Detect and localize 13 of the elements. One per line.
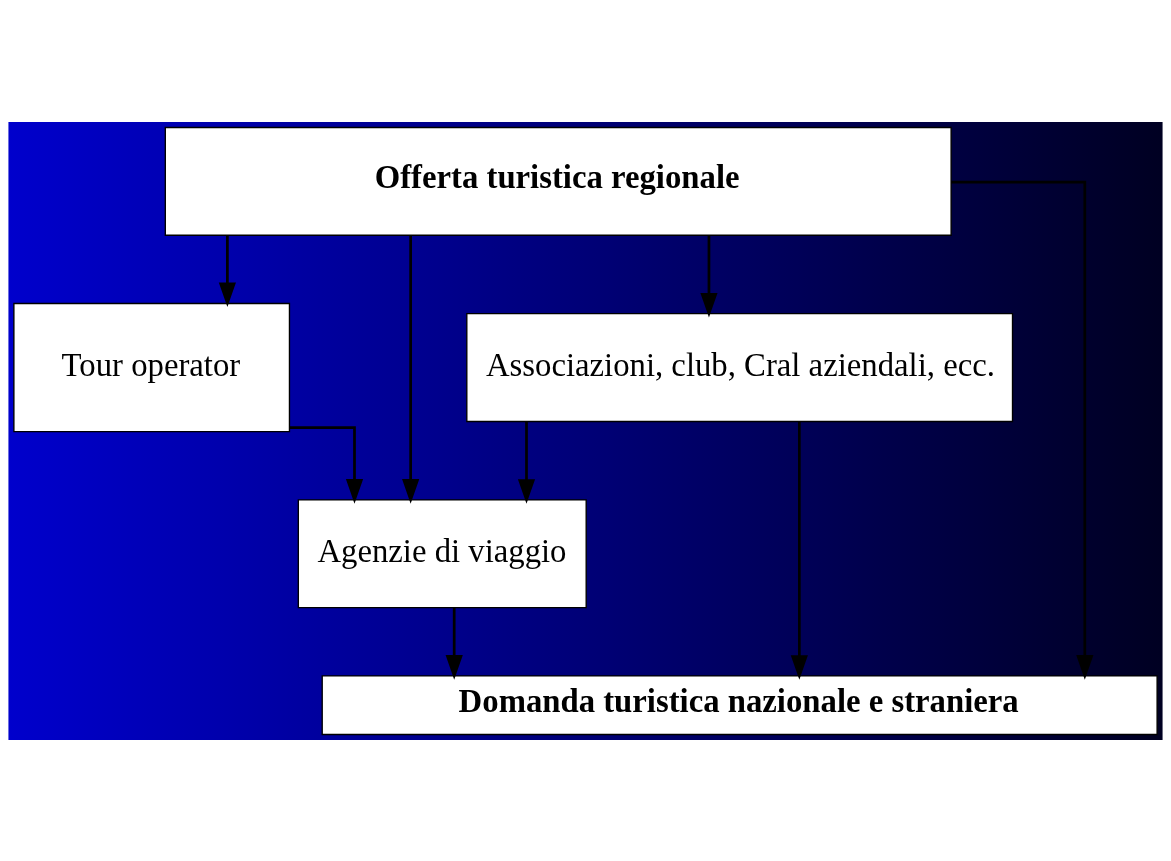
node-box: Offerta turistica regionale [164, 126, 952, 236]
arrow [790, 421, 808, 680]
arrow [700, 235, 718, 318]
node-box: Tour operator [13, 302, 291, 432]
arrow [218, 235, 236, 307]
node-box: Agenzie di viaggio [297, 498, 587, 608]
arrow [445, 607, 463, 680]
arrow [517, 421, 536, 504]
node-box: Domanda turistica nazionale e straniera [321, 674, 1158, 735]
node-box: Associazioni, club, Cral aziendali, ecc. [466, 312, 1014, 422]
arrow [289, 425, 364, 504]
arrow [951, 180, 1094, 680]
arrow [402, 235, 420, 504]
